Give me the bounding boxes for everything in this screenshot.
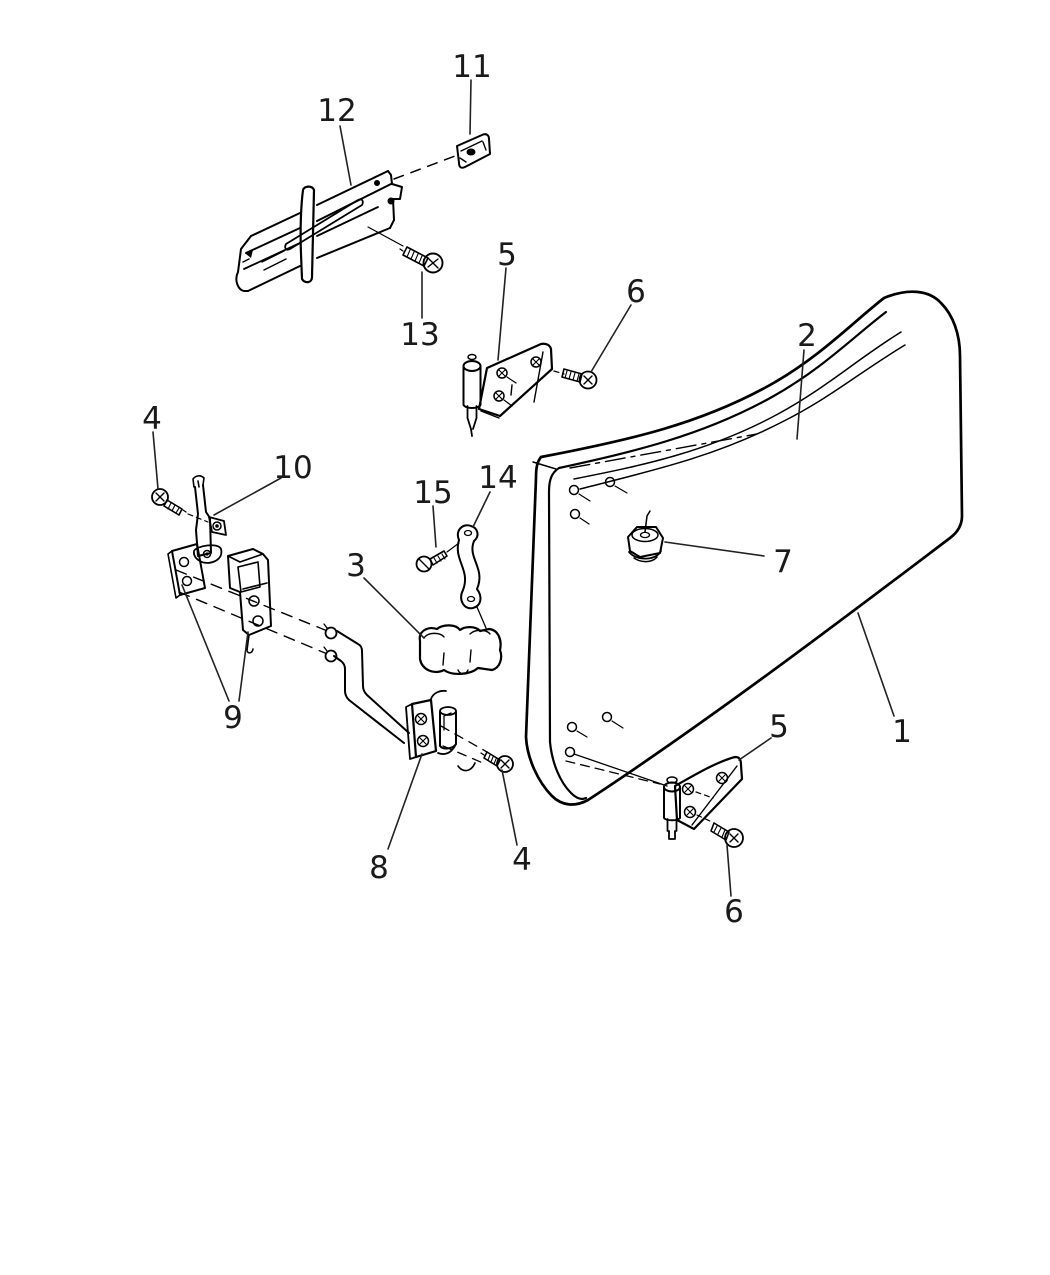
callout-6-lower: 6: [724, 894, 744, 930]
striker-shim-plate: [167, 543, 206, 599]
door-mount-holes-upper: [568, 476, 628, 525]
callout-12: 12: [317, 93, 356, 129]
leader-4-lower: [501, 769, 518, 846]
screw-15: [415, 542, 460, 573]
rail-flag: [246, 250, 253, 258]
callout-14: 14: [478, 460, 517, 496]
strap-loop: [299, 185, 316, 284]
leader-9a: [181, 584, 230, 702]
striker-dash-line-b: [178, 591, 326, 654]
screw-6-lower: [710, 822, 744, 848]
latch-rod: [175, 569, 410, 744]
door-outer-outline: [524, 290, 964, 806]
screw-4-lower: [480, 751, 514, 773]
leader-15: [432, 505, 437, 548]
callout-9: 9: [223, 700, 243, 736]
callout-2: 2: [797, 318, 817, 354]
nut-stud: [644, 510, 651, 533]
screw-4-upper: [151, 488, 187, 516]
callout-8: 8: [369, 850, 389, 886]
upper-hinge-5: [462, 342, 598, 437]
callout-5-lower: 5: [769, 709, 789, 745]
leader-5-lower: [738, 737, 772, 761]
lower-hinge-5: [663, 755, 744, 848]
striker-dash-line-a: [175, 569, 326, 631]
screw-13: [399, 246, 444, 274]
leader-10: [213, 477, 282, 516]
leader-1: [857, 612, 895, 717]
door-corner-bevel: [532, 461, 557, 470]
leader-2: [796, 349, 805, 440]
callout-4-lower: 4: [512, 842, 532, 878]
leader-4-upper: [152, 431, 159, 490]
body-hinge-8: [405, 689, 514, 773]
nut-7: [627, 510, 664, 563]
leader-14: [472, 491, 491, 528]
seal-line-1: [573, 331, 902, 480]
leader-5-upper: [497, 267, 507, 361]
callout-6-upper: 6: [626, 274, 646, 310]
check-strap-14: [456, 524, 487, 629]
callouts: 11 12 13 5 6 2 4 10 15 14 7 3 9 1 5 8 4 …: [142, 49, 912, 930]
assembly-dash-to-barrel: [565, 760, 661, 785]
leader-7: [664, 541, 765, 557]
callout-3: 3: [346, 548, 366, 584]
screw-6-upper: [561, 368, 598, 390]
door-panel: [524, 290, 964, 806]
assembly-line-to-lower-hinge: [573, 753, 668, 787]
bracket-3: [418, 624, 503, 675]
seal-line-2: [579, 344, 906, 490]
striker-bracket: [227, 548, 272, 654]
callout-5-upper: 5: [497, 237, 517, 273]
door-inner-edge: [547, 310, 888, 801]
leader-8: [387, 753, 423, 850]
check-rail-12: [235, 155, 456, 292]
callout-13: 13: [400, 317, 439, 353]
clip-11: [456, 133, 491, 169]
callout-15: 15: [413, 475, 452, 511]
callout-4-upper: 4: [142, 401, 162, 437]
leader-6-lower: [726, 844, 732, 897]
callout-1: 1: [892, 714, 912, 750]
callout-10: 10: [273, 450, 312, 486]
callout-11: 11: [452, 49, 491, 85]
grommets: [323, 623, 338, 663]
leader-9b: [238, 631, 249, 702]
callout-7: 7: [773, 544, 793, 580]
leader-3: [363, 577, 425, 639]
leader-6-upper: [590, 304, 632, 373]
window-sill-dashline: [569, 433, 758, 469]
leader-11: [469, 79, 472, 135]
bracket-10: [151, 475, 227, 564]
door-mount-holes-lower: [564, 711, 624, 758]
leader-lines: [152, 79, 895, 897]
dash-to-clip: [393, 155, 456, 180]
leader-12: [339, 125, 352, 186]
